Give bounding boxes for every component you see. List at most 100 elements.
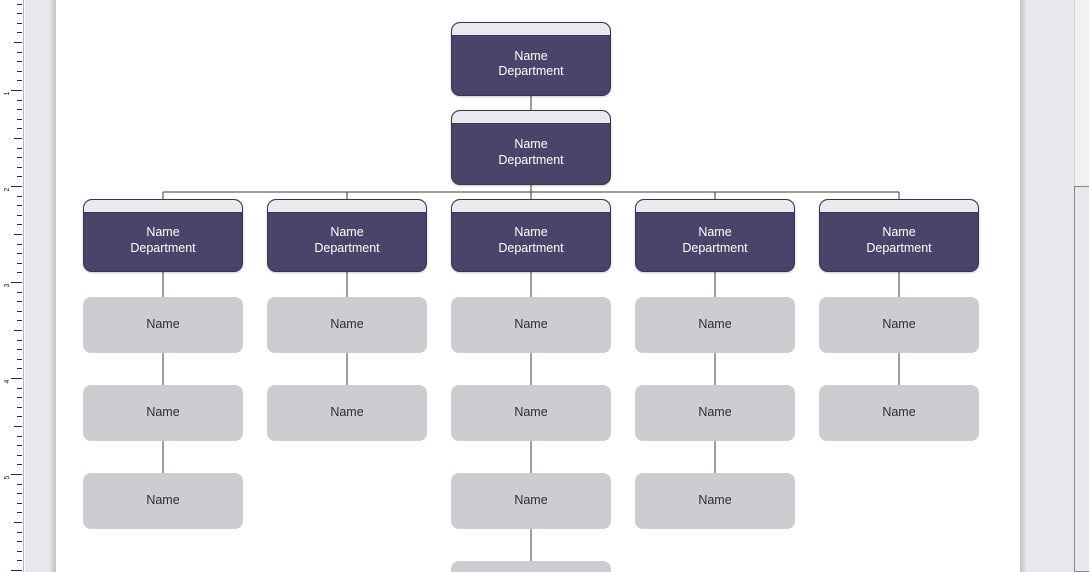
org-node-label: Name Department — [314, 225, 380, 255]
ruler-tick — [11, 186, 22, 187]
org-node-label: Name — [146, 317, 180, 332]
ruler-tick — [17, 147, 22, 149]
org-node-person[interactable]: Name — [451, 561, 611, 572]
org-node-department[interactable]: Name Department — [267, 199, 427, 272]
ruler-tick — [17, 320, 22, 322]
ruler-label: 4 — [4, 379, 11, 384]
org-node-person[interactable]: Name — [267, 297, 427, 353]
org-node-person[interactable]: Name — [83, 473, 243, 529]
ruler-tick — [17, 61, 22, 63]
page-right-edge-shadow — [1020, 0, 1027, 572]
ruler-tick — [17, 272, 22, 274]
org-node-label: Name — [882, 317, 916, 332]
ruler-tick — [11, 474, 22, 475]
node-header-strip — [452, 200, 610, 213]
ruler-tick — [17, 176, 22, 178]
org-node-label: Name Department — [682, 225, 748, 255]
ruler-tick — [17, 99, 22, 101]
ruler-label: 2 — [4, 187, 11, 192]
org-node-department[interactable]: Name Department — [635, 199, 795, 272]
ruler-tick — [17, 118, 22, 120]
org-node-label: Name Department — [498, 48, 564, 79]
ruler-tick — [14, 330, 22, 331]
node-header-strip — [268, 200, 426, 213]
node-header-strip — [820, 200, 978, 213]
org-node-department[interactable]: Name Department — [451, 110, 611, 185]
org-node-label: Name — [698, 317, 732, 332]
node-header-strip — [636, 200, 794, 213]
ruler-tick — [17, 128, 22, 130]
org-node-person[interactable]: Name — [635, 297, 795, 353]
ruler-tick — [17, 454, 22, 456]
node-header-strip — [452, 23, 610, 36]
org-node-label: Name Department — [130, 225, 196, 255]
vertical-scrollbar-track[interactable] — [1074, 0, 1089, 572]
node-header-strip — [452, 111, 610, 124]
ruler-tick — [11, 282, 22, 283]
ruler-tick — [17, 166, 22, 168]
ruler-tick — [17, 512, 22, 514]
ruler-tick — [17, 387, 22, 389]
ruler-tick — [11, 378, 22, 379]
ruler-label: 1 — [4, 91, 11, 96]
ruler-tick — [17, 464, 22, 466]
org-node-label: Name Department — [498, 137, 564, 167]
ruler-tick — [17, 397, 22, 399]
ruler-tick — [17, 22, 22, 24]
ruler-tick — [17, 541, 22, 543]
org-node-person[interactable]: Name — [819, 297, 979, 353]
connector-lines — [162, 96, 900, 561]
ruler-tick — [11, 90, 22, 91]
org-node-label: Name Department — [866, 225, 932, 255]
org-node-person[interactable]: Name — [451, 473, 611, 529]
ruler-tick — [17, 32, 22, 34]
org-node-person[interactable]: Name — [635, 473, 795, 529]
ruler-tick — [17, 301, 22, 303]
org-node-person[interactable]: Name — [635, 385, 795, 441]
ruler-tick — [17, 224, 22, 226]
ruler-tick — [17, 70, 22, 72]
vertical-scrollbar-thumb[interactable] — [1074, 186, 1089, 572]
org-node-person[interactable]: Name — [83, 385, 243, 441]
ruler-tick — [14, 234, 22, 235]
ruler-tick — [17, 358, 22, 360]
org-node-label: Name — [882, 405, 916, 420]
org-node-person[interactable]: Name — [451, 297, 611, 353]
ruler-tick — [17, 243, 22, 245]
ruler-tick — [17, 253, 22, 255]
ruler-tick — [17, 291, 22, 293]
org-node-department[interactable]: Name Department — [83, 199, 243, 272]
org-node-person[interactable]: Name — [819, 385, 979, 441]
org-node-person[interactable]: Name — [267, 385, 427, 441]
ruler-tick — [17, 157, 22, 159]
ruler-tick — [14, 138, 22, 139]
ruler-tick — [17, 339, 22, 341]
org-node-label: Name — [146, 405, 180, 420]
node-header-strip — [84, 200, 242, 213]
org-node-label: Name — [514, 493, 548, 508]
org-node-label: Name — [698, 493, 732, 508]
org-node-department[interactable]: Name Department — [451, 199, 611, 272]
ruler-tick — [14, 42, 22, 43]
org-node-person[interactable]: Name — [451, 385, 611, 441]
org-node-person[interactable]: Name — [83, 297, 243, 353]
org-node-department[interactable]: Name Department — [819, 199, 979, 272]
org-node-department[interactable]: Name Department — [451, 22, 611, 96]
vertical-ruler[interactable]: 123456 — [0, 0, 24, 572]
ruler-tick — [17, 368, 22, 370]
ruler-tick — [17, 109, 22, 111]
ruler-tick — [17, 560, 22, 562]
ruler-tick — [17, 550, 22, 552]
org-node-label: Name — [514, 405, 548, 420]
ruler-label: 3 — [4, 283, 11, 288]
ruler-tick — [17, 416, 22, 418]
ruler-tick — [17, 435, 22, 437]
page-left-edge-shadow — [49, 0, 56, 572]
page-left-margin — [25, 0, 56, 572]
ruler-tick — [14, 522, 22, 523]
ruler-tick — [17, 51, 22, 53]
org-node-label: Name Department — [498, 225, 564, 255]
ruler-tick — [17, 406, 22, 408]
ruler-tick — [17, 3, 22, 5]
